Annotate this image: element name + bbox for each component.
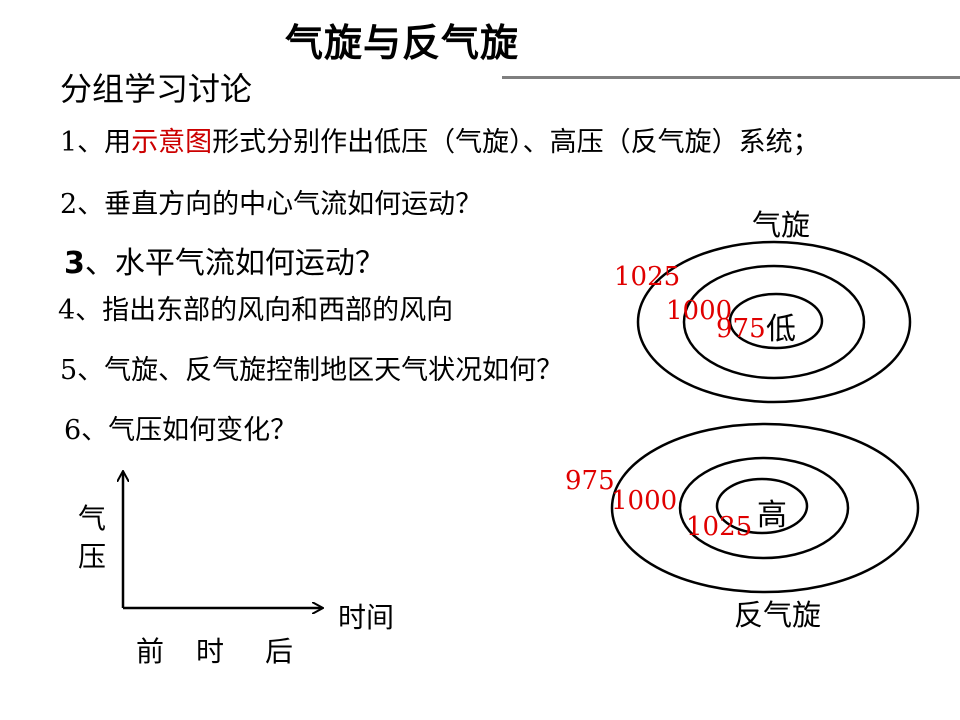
cyclone-isobar-label-middle: 1000 xyxy=(666,296,733,326)
question-2: 2、垂直方向的中心气流如何运动？ xyxy=(60,189,483,220)
cyclone-center-low: 低 xyxy=(766,312,796,347)
question-5: 5、气旋、反气旋控制地区天气状况如何？ xyxy=(60,355,564,386)
cyclone-isobar-outer xyxy=(636,240,912,404)
title-underline xyxy=(502,76,960,79)
graph-x-label: 时间 xyxy=(338,601,395,634)
graph-x-tick-during: 时 xyxy=(196,635,225,668)
cyclone-label: 气旋 xyxy=(752,208,811,242)
anticyclone-isobar-inner xyxy=(715,477,809,535)
page-title: 气旋与反气旋 xyxy=(285,21,520,65)
anticyclone-isobar-label-middle: 1000 xyxy=(611,486,678,516)
anticyclone-isobar-label-outer: 975 xyxy=(565,466,615,496)
graph-y-label-char-2: 压 xyxy=(78,540,107,573)
graph-x-tick-after: 后 xyxy=(265,635,294,668)
anticyclone-isobar-middle xyxy=(678,456,850,560)
question-1-highlight: 示意图 xyxy=(131,127,213,158)
cyclone-isobar-label-inner: 975 xyxy=(716,314,766,344)
question-1: 1、用示意图形式分别作出低压（气旋）、高压（反气旋）系统； xyxy=(60,120,820,159)
cyclone-isobar-middle xyxy=(682,264,866,380)
cyclone-isobar-label-outer: 1025 xyxy=(614,262,681,292)
anticyclone-isobar-label-inner: 1025 xyxy=(686,512,753,542)
question-1-prefix: 1、用 xyxy=(60,127,132,158)
question-3-number: 3 xyxy=(64,246,85,281)
question-1-suffix: 形式分别作出低压（气旋）、高压（反气旋）系统； xyxy=(212,127,820,158)
graph-y-label-char-1: 气 xyxy=(78,502,107,535)
question-6: 6、气压如何变化？ xyxy=(64,415,298,446)
question-3: 3、水平气流如何运动？ xyxy=(64,238,385,282)
anticyclone-label: 反气旋 xyxy=(734,598,822,632)
question-3-text: 、水平气流如何运动？ xyxy=(84,246,385,281)
anticyclone-isobar-outer xyxy=(610,422,920,594)
graph-x-tick-before: 前 xyxy=(136,635,165,668)
subtitle: 分组学习讨论 xyxy=(60,70,253,108)
question-4: 4、指出东部的风向和西部的风向 xyxy=(58,295,454,326)
cyclone-isobar-inner xyxy=(728,292,824,350)
anticyclone-center-high: 高 xyxy=(757,498,787,533)
